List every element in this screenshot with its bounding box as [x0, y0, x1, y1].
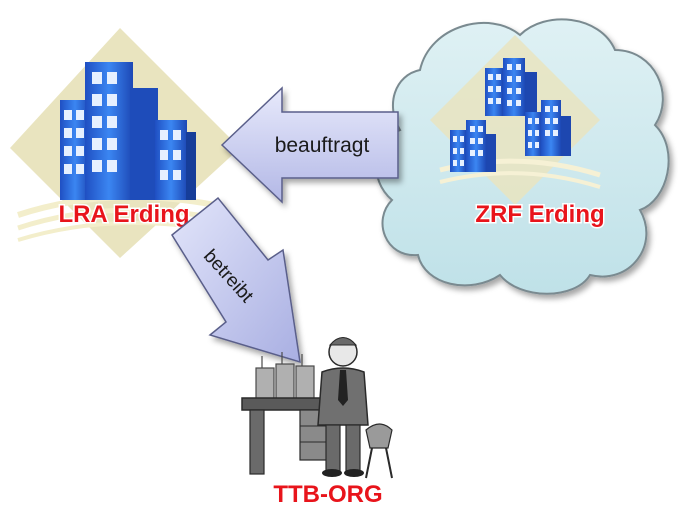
building-left — [450, 120, 496, 172]
office-building-icon — [10, 28, 240, 258]
beauftragt-arrow — [220, 86, 399, 204]
office-buildings-group-icon — [430, 35, 601, 205]
betreibt-arrow — [171, 196, 301, 364]
lra-label: LRA Erding — [58, 201, 189, 228]
building-right — [525, 100, 571, 156]
man-at-desk-with-radios-icon — [241, 337, 393, 479]
building-top — [485, 58, 537, 116]
beauftragt-label: beauftragt — [275, 134, 370, 157]
zrf-label: ZRF Erding — [475, 201, 604, 228]
ttb-label: TTB-ORG — [273, 481, 382, 507]
